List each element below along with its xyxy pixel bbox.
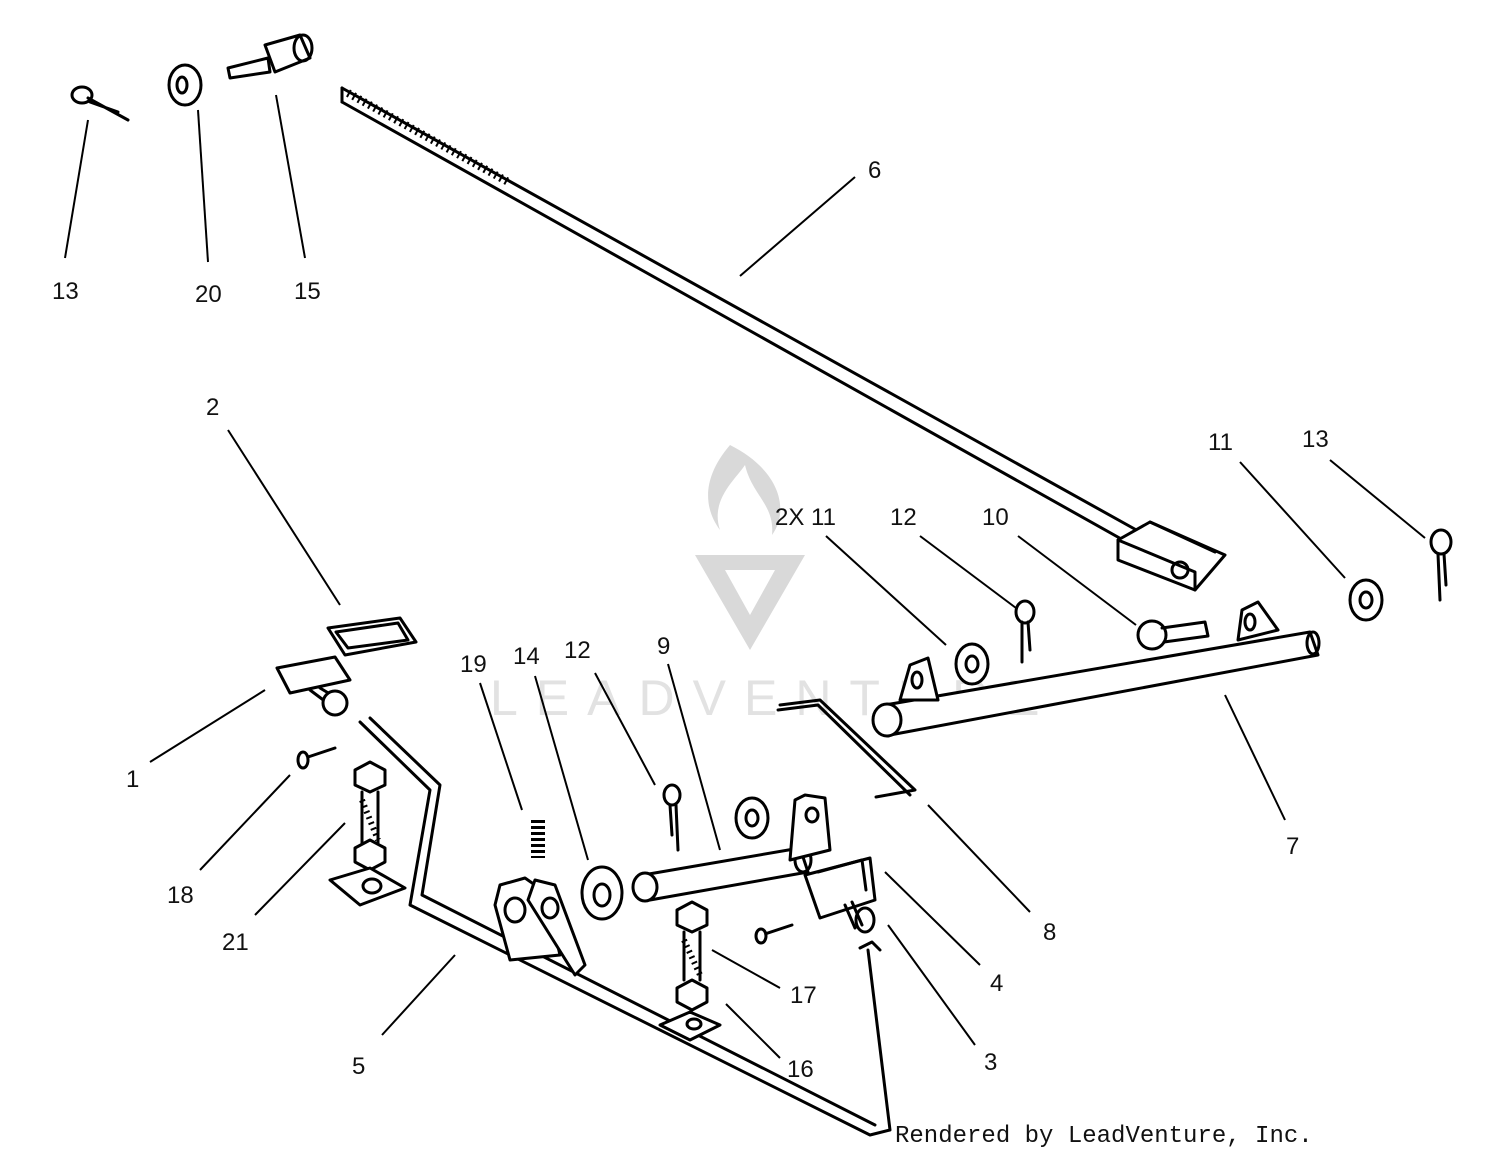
callout-21: 21: [222, 929, 249, 956]
part-17-bolt: [675, 900, 709, 982]
callout-3: 3: [984, 1049, 997, 1076]
callout-9: 9: [657, 633, 670, 660]
part-20-washer: [167, 63, 203, 107]
callout-4: 4: [990, 970, 1003, 997]
part-21-bolt-nuts: [353, 760, 387, 872]
bracket-9: [788, 793, 832, 862]
part-10-pin: [1136, 619, 1210, 651]
part-4-pad: [803, 856, 877, 920]
leader-lines: [64, 94, 1426, 1059]
callout-13-right: 13: [1302, 426, 1329, 453]
callout-2x11: 2X 11: [775, 504, 836, 531]
callout-8: 8: [1043, 919, 1056, 946]
small-bolt: [754, 923, 794, 945]
callout-12-upper: 12: [890, 504, 917, 531]
callout-18: 18: [167, 882, 194, 909]
callout-6: 6: [868, 157, 881, 184]
washer-9: [734, 796, 770, 840]
callout-17: 17: [790, 982, 817, 1009]
part-6-rod: [340, 86, 1227, 592]
part-8-link: [776, 698, 917, 799]
callout-19: 19: [460, 651, 487, 678]
part-13-hairpin-right: [1429, 528, 1453, 602]
callout-12-lower: 12: [564, 637, 591, 664]
part-9-shaft: [631, 846, 813, 903]
callout-10: 10: [982, 504, 1009, 531]
callout-14: 14: [513, 643, 540, 670]
callout-15: 15: [294, 278, 321, 305]
part-12-hairpin-lower: [662, 783, 682, 852]
part-5-frame: [328, 716, 892, 1137]
credit-text: Rendered by LeadVenture, Inc.: [895, 1123, 1313, 1150]
callout-2: 2: [206, 394, 219, 421]
part-1-pedal: [275, 655, 352, 717]
part-11-washer-left: [954, 642, 990, 686]
part-18-bolt: [296, 746, 337, 770]
part-15-pin: [226, 33, 314, 80]
part-7-cross-shaft: [871, 600, 1321, 738]
callout-5: 5: [352, 1053, 365, 1080]
part-12-hairpin-upper: [1014, 599, 1036, 664]
callout-11-right: 11: [1208, 429, 1233, 456]
callout-7: 7: [1286, 833, 1299, 860]
callout-16: 16: [787, 1056, 814, 1083]
part-2-pedal-pad: [326, 616, 418, 657]
callout-20: 20: [195, 281, 222, 308]
callout-13-top: 13: [52, 278, 79, 305]
callout-1: 1: [126, 766, 139, 793]
part-14-washer: [580, 865, 624, 921]
part-3-pin: [843, 900, 864, 930]
part-11-washer-right: [1348, 578, 1384, 622]
part-16-nut: [675, 978, 709, 1012]
callout-labels: 13 20 15 6 2 11 13 2X 11 12 10 19 14 12 …: [52, 157, 1329, 1083]
part-13-hairpin-top: [70, 85, 130, 122]
